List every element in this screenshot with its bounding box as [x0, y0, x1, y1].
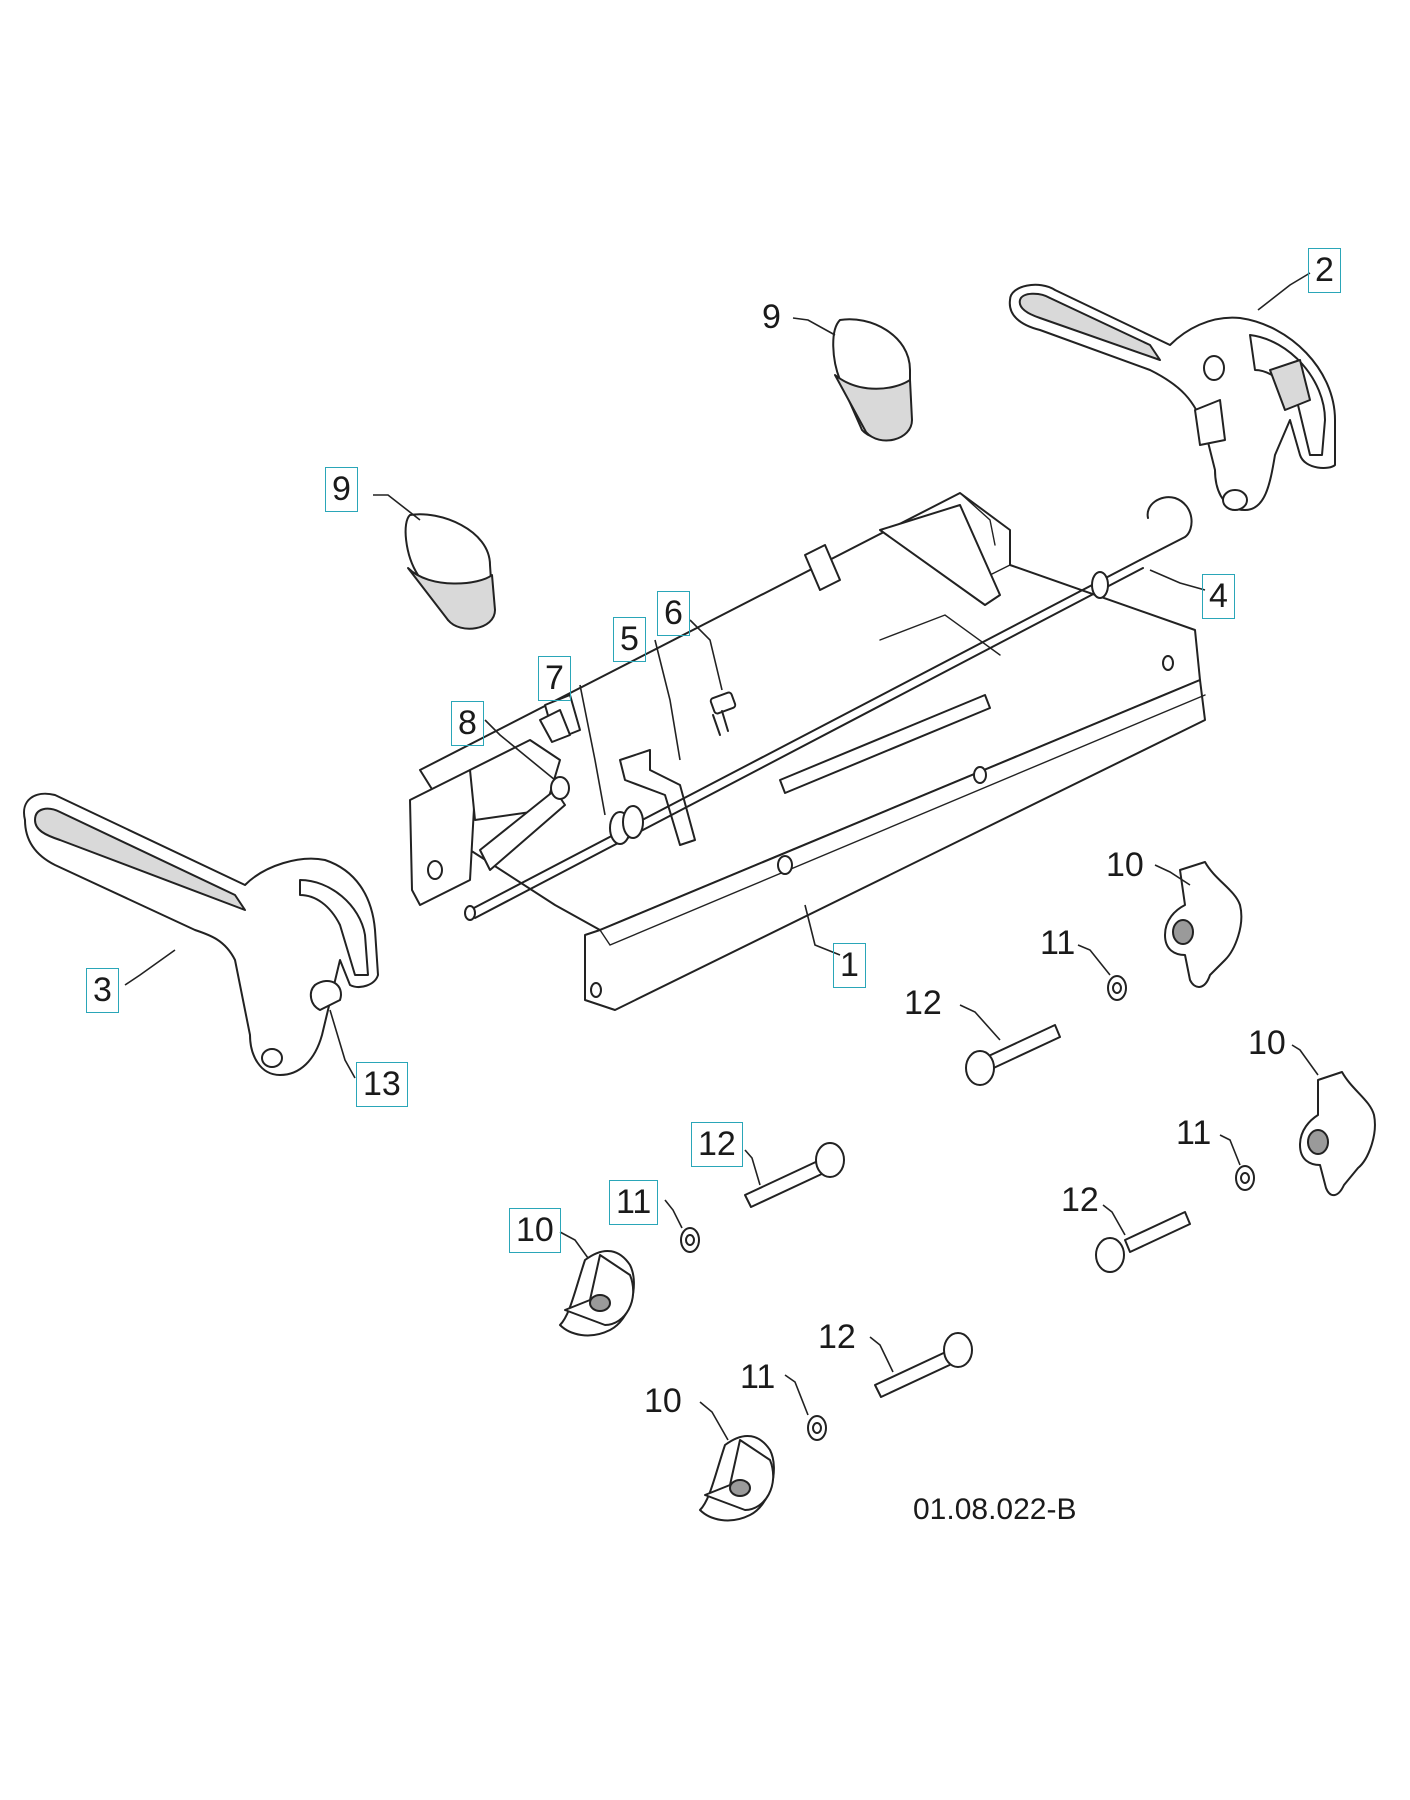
- callout-part-4: 4: [1202, 574, 1235, 619]
- callout-part-10: 10: [1106, 846, 1144, 884]
- washer-part: [680, 975, 1255, 1441]
- callout-part-5: 5: [613, 617, 646, 662]
- callout-part-12: 12: [691, 1122, 743, 1167]
- callout-part-9: 9: [762, 298, 781, 336]
- callout-part-2: 2: [1308, 248, 1341, 293]
- callout-part-12: 12: [818, 1318, 856, 1356]
- main-frame-part: [409, 492, 1206, 1011]
- screw-part: [709, 691, 737, 736]
- callout-part-9: 9: [325, 467, 358, 512]
- handle-part: [23, 792, 379, 1076]
- callout-part-10: 10: [644, 1382, 682, 1420]
- callout-part-13: 13: [356, 1062, 408, 1107]
- callout-part-7: 7: [538, 656, 571, 701]
- bolt-part: [744, 1024, 1191, 1398]
- callout-part-8: 8: [451, 701, 484, 746]
- callout-part-6: 6: [657, 591, 690, 636]
- handle-part: [1008, 283, 1336, 511]
- callout-part-11: 11: [1040, 924, 1076, 962]
- knob-part: [404, 513, 496, 630]
- knob-part: [832, 318, 913, 442]
- drawing-number: 01.08.022-B: [913, 1493, 1077, 1526]
- star-knob-part: [559, 861, 1376, 1522]
- leader-lines: [124, 272, 1319, 1441]
- callout-part-11: 11: [1176, 1114, 1212, 1152]
- callout-part-12: 12: [1061, 1181, 1099, 1219]
- callout-part-11: 11: [609, 1180, 659, 1225]
- callout-part-3: 3: [86, 968, 119, 1013]
- callout-part-10: 10: [1248, 1024, 1286, 1062]
- callout-part-12: 12: [904, 984, 942, 1022]
- callout-part-1: 1: [833, 943, 866, 988]
- callout-part-11: 11: [740, 1358, 776, 1396]
- callout-part-10: 10: [509, 1208, 561, 1253]
